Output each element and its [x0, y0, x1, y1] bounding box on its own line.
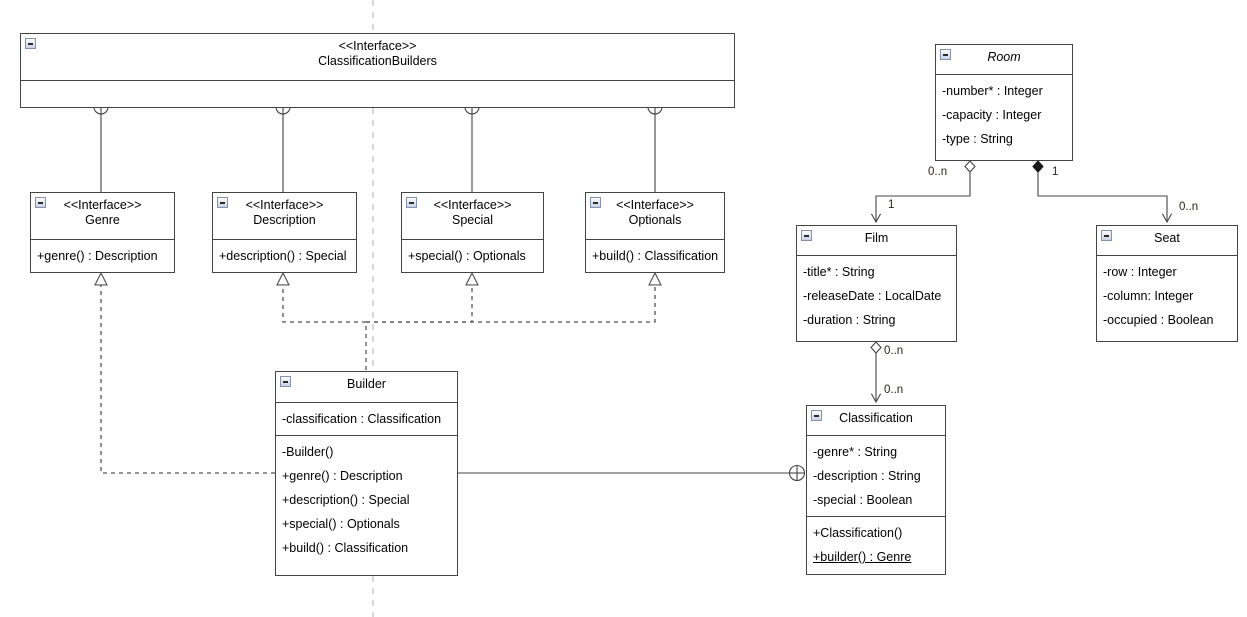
minus-box-icon[interactable] — [35, 197, 46, 208]
operation-row: +Classification() — [813, 526, 903, 540]
attribute-row: -description : String — [813, 469, 921, 483]
minus-box-icon[interactable] — [25, 38, 36, 49]
minus-box-icon[interactable] — [217, 197, 228, 208]
nested-link-description — [275, 99, 291, 192]
attribute-row: -classification : Classification — [282, 412, 442, 426]
class-name: ClassificationBuilders — [318, 54, 437, 68]
realization-special — [366, 273, 472, 323]
attribute-row: -column: Integer — [1103, 289, 1194, 303]
class-attributes-section: -title* : String -releaseDate : LocalDat… — [797, 256, 956, 336]
attribute-row: -number* : Integer — [942, 84, 1043, 98]
class-operations-section: +build() : Classification — [586, 240, 724, 272]
nested-link-builder — [458, 464, 806, 482]
class-name: Room — [987, 50, 1021, 64]
minus-box-icon[interactable] — [590, 197, 601, 208]
multiplicity-film-classification-target: 0..n — [884, 384, 904, 396]
class-header: <<Interface>> Special — [402, 193, 543, 240]
attribute-row: -occupied : Boolean — [1103, 313, 1214, 327]
class-operations-section: +special() : Optionals — [402, 240, 543, 272]
operation-row: -Builder() — [282, 445, 334, 459]
class-name: Film — [864, 231, 889, 245]
assoc-film-classification — [870, 341, 882, 404]
multiplicity-film-classification-source: 0..n — [884, 345, 904, 357]
attribute-row: -special : Boolean — [813, 493, 913, 507]
class-header: <<Interface>> Description — [213, 193, 356, 240]
class-attributes-section: -number* : Integer -capacity : Integer -… — [936, 75, 1072, 155]
class-box-film[interactable]: Film -title* : String -releaseDate : Loc… — [796, 225, 957, 342]
operation-row: +special() : Optionals — [282, 517, 400, 531]
class-header: Builder — [276, 372, 457, 403]
multiplicity-room-seat-target: 0..n — [1179, 201, 1199, 213]
class-stereotype: <<Interface>> — [63, 198, 142, 212]
realization-description — [283, 273, 367, 370]
attribute-row: -row : Integer — [1103, 265, 1177, 279]
operation-row: +description() : Special — [219, 249, 347, 263]
class-name: Description — [253, 213, 316, 227]
static-operation-row: +builder() : Genre — [813, 550, 912, 564]
class-name: Classification — [839, 411, 913, 425]
class-box-description[interactable]: <<Interface>> Description +description()… — [212, 192, 357, 273]
attribute-row: -releaseDate : LocalDate — [803, 289, 942, 303]
class-header: Film — [797, 226, 956, 256]
class-attributes-section — [21, 81, 734, 107]
nested-link-genre — [93, 99, 109, 192]
minus-box-icon[interactable] — [406, 197, 417, 208]
class-operations-section: -Builder() +genre() : Description +descr… — [276, 435, 457, 564]
class-header: <<Interface>> ClassificationBuilders — [21, 34, 734, 81]
nested-link-special — [464, 99, 480, 192]
operation-row: +genre() : Description — [37, 249, 158, 263]
class-header: <<Interface>> Optionals — [586, 193, 724, 240]
multiplicity-room-seat-source: 1 — [1052, 166, 1059, 178]
class-stereotype: <<Interface>> — [433, 198, 512, 212]
class-header: Classification — [807, 406, 945, 436]
class-box-seat[interactable]: Seat -row : Integer -column: Integer -oc… — [1096, 225, 1238, 342]
class-name: Special — [452, 213, 493, 227]
attribute-row: -title* : String — [803, 265, 875, 279]
realization-genre — [101, 273, 275, 474]
minus-box-icon[interactable] — [1101, 230, 1112, 241]
nested-link-optionals — [647, 99, 663, 192]
class-name: Builder — [347, 377, 386, 391]
operation-row: +build() : Classification — [592, 249, 719, 263]
class-header: <<Interface>> Genre — [31, 193, 174, 240]
class-name: Optionals — [628, 213, 682, 227]
class-box-genre[interactable]: <<Interface>> Genre +genre() : Descripti… — [30, 192, 175, 273]
assoc-room-film — [870, 160, 976, 224]
attribute-row: -duration : String — [803, 313, 896, 327]
class-attributes-section: -genre* : String -description : String -… — [807, 436, 945, 516]
operation-row: +special() : Optionals — [408, 249, 526, 263]
minus-box-icon[interactable] — [811, 410, 822, 421]
class-attributes-section: -classification : Classification — [276, 403, 457, 435]
minus-box-icon[interactable] — [940, 49, 951, 60]
attribute-row: -type : String — [942, 132, 1013, 146]
class-box-special[interactable]: <<Interface>> Special +special() : Optio… — [401, 192, 544, 273]
minus-box-icon[interactable] — [801, 230, 812, 241]
class-attributes-section: -row : Integer -column: Integer -occupie… — [1097, 256, 1237, 336]
class-name: Seat — [1154, 231, 1180, 245]
class-box-optionals[interactable]: <<Interface>> Optionals +build() : Class… — [585, 192, 725, 273]
class-header: Room — [936, 45, 1072, 75]
attribute-row: -genre* : String — [813, 445, 898, 459]
multiplicity-room-film-source: 0..n — [928, 166, 948, 178]
operation-row: +build() : Classification — [282, 541, 409, 555]
multiplicity-room-film-target: 1 — [888, 199, 895, 211]
class-box-builder[interactable]: Builder -classification : Classification… — [275, 371, 458, 576]
realization-optionals — [366, 273, 655, 323]
class-box-room[interactable]: Room -number* : Integer -capacity : Inte… — [935, 44, 1073, 161]
operation-row: +genre() : Description — [282, 469, 403, 483]
class-stereotype: <<Interface>> — [616, 198, 694, 212]
class-box-classification-builders[interactable]: <<Interface>> ClassificationBuilders — [20, 33, 735, 108]
class-stereotype: <<Interface>> — [245, 198, 324, 212]
operation-row: +description() : Special — [282, 493, 410, 507]
class-stereotype: <<Interface>> — [338, 39, 417, 53]
class-header: Seat — [1097, 226, 1237, 256]
class-box-classification[interactable]: Classification -genre* : String -descrip… — [806, 405, 946, 575]
class-operations-section: +genre() : Description — [31, 240, 174, 272]
class-operations-section: +Classification() +builder() : Genre — [807, 516, 945, 573]
class-name: Genre — [85, 213, 120, 227]
attribute-row: -capacity : Integer — [942, 108, 1042, 122]
class-operations-section: +description() : Special — [213, 240, 356, 272]
minus-box-icon[interactable] — [280, 376, 291, 387]
